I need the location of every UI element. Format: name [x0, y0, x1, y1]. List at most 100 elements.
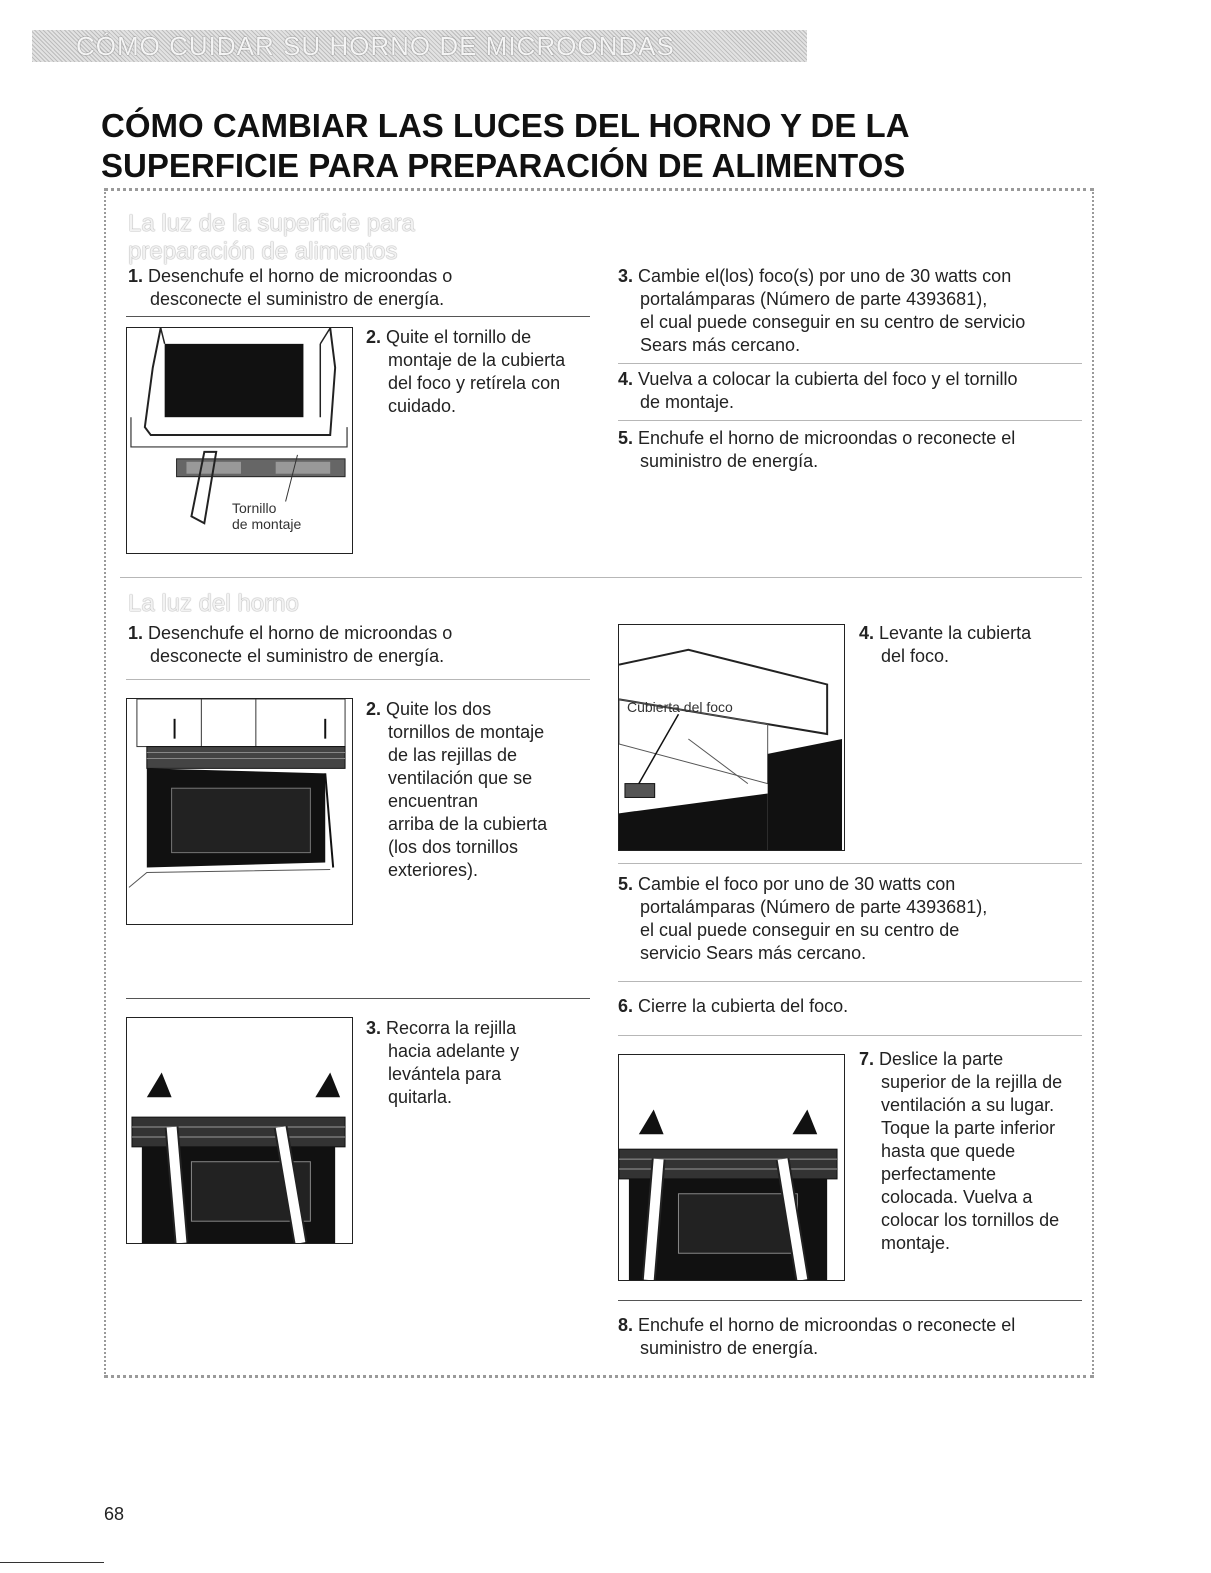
page-number: 68 — [104, 1504, 125, 1524]
step-number: 3. — [366, 1018, 382, 1038]
divider — [618, 863, 1082, 864]
figure-drawing — [619, 648, 843, 850]
step-text: ventilación que se — [388, 768, 533, 788]
step-text: Quite el tornillo de — [386, 327, 532, 347]
step-number: 2. — [366, 327, 382, 347]
step-text: el cual puede conseguir en su centro de — [640, 920, 960, 940]
step-number: 1. — [128, 266, 144, 286]
step-text: colocar los tornillos de — [881, 1210, 1060, 1230]
step-text: desconecte el suministro de energía. — [150, 646, 445, 666]
step-number: 4. — [618, 369, 634, 389]
step-text: Deslice la parte — [879, 1049, 1004, 1069]
step-3-slide-grille: 3. Recorra la rejilla hacia adelante y l… — [366, 1017, 618, 1109]
label-line-2: de montaje — [232, 516, 302, 532]
figure-drawing — [619, 1109, 838, 1280]
divider — [126, 316, 590, 317]
step-text: portalámparas (Número de parte 4393681), — [640, 289, 988, 309]
figure-drawing — [130, 328, 348, 525]
footer-rule — [0, 1562, 104, 1563]
step-text: arriba de la cubierta — [388, 814, 548, 834]
step-text: del foco y retírela con — [388, 373, 561, 393]
content-frame — [104, 188, 1094, 1378]
divider — [126, 679, 590, 680]
step-text: Cambie el foco por uno de 30 watts con — [638, 874, 956, 894]
figure-vent-screws — [126, 698, 353, 925]
step-text: desconecte el suministro de energía. — [150, 289, 445, 309]
figure-label-bulb-cover: Cubierta del foco — [627, 699, 733, 715]
step-text: Toque la parte inferior — [881, 1118, 1056, 1138]
step-text: superior de la rejilla de — [881, 1072, 1063, 1092]
figure-drawing — [128, 699, 346, 888]
figure-label-screw: Tornillo de montaje — [232, 500, 301, 532]
step-text: hasta que quede — [881, 1141, 1016, 1161]
step-4-lift-cover: 4. Levante la cubierta del foco. — [859, 622, 1111, 668]
step-4-reattach-cover: 4. Vuelva a colocar la cubierta del foco… — [618, 368, 1110, 414]
divider — [618, 981, 1082, 982]
step-text: de montaje. — [640, 392, 735, 412]
divider — [618, 420, 1082, 421]
step-text: Quite los dos — [386, 699, 492, 719]
step-text: Levante la cubierta — [879, 623, 1032, 643]
figure-bulb-cover: Cubierta del foco — [618, 624, 845, 851]
section-heading-oven-light: La luz del horno — [128, 590, 299, 617]
step-text: montaje. — [881, 1233, 951, 1253]
step-text: de las rejillas de — [388, 745, 518, 765]
step-text: encuentran — [388, 791, 479, 811]
step-text: perfectamente — [881, 1164, 997, 1184]
step-text: servicio Sears más cercano. — [640, 943, 867, 963]
step-text: quitarla. — [388, 1087, 453, 1107]
step-text: del foco. — [881, 646, 950, 666]
step-5-replace-bulb: 5. Cambie el foco por uno de 30 watts co… — [618, 873, 1110, 965]
step-text: Enchufe el horno de microondas o reconec… — [638, 428, 1016, 448]
heading-line-1: La luz de la superficie para — [128, 210, 415, 237]
step-text: Cambie el(los) foco(s) por uno de 30 wat… — [638, 266, 1012, 286]
step-text: tornillos de montaje — [388, 722, 545, 742]
step-7-slide-grille-back: 7. Deslice la parte superior de la rejil… — [859, 1048, 1113, 1255]
label-line-1: Tornillo — [232, 500, 277, 516]
step-1-unplug: 1. Desenchufe el horno de microondas o d… — [128, 622, 590, 668]
divider — [618, 363, 1082, 364]
step-number: 5. — [618, 428, 634, 448]
section-heading-surface-light: La luz de la superficie para preparación… — [128, 210, 415, 266]
divider — [618, 1300, 1082, 1301]
step-number: 4. — [859, 623, 875, 643]
step-8-reconnect: 8. Enchufe el horno de microondas o reco… — [618, 1314, 1110, 1360]
step-text: suministro de energía. — [640, 451, 819, 471]
figure-surface-light-screw: Tornillo de montaje — [126, 327, 353, 554]
section-banner: CÓMO CUIDAR SU HORNO DE MICROONDAS — [32, 30, 807, 62]
divider — [618, 1035, 1082, 1036]
title-line-2: SUPERFICIE PARA PREPARACIÓN DE ALIMENTOS — [101, 147, 906, 184]
step-number: 1. — [128, 623, 144, 643]
step-text: hacia adelante y — [388, 1041, 520, 1061]
step-text: ventilación a su lugar. — [881, 1095, 1055, 1115]
step-2-remove-screws: 2. Quite los dos tornillos de montaje de… — [366, 698, 618, 882]
step-text: Sears más cercano. — [640, 335, 801, 355]
step-1-unplug: 1. Desenchufe el horno de microondas o d… — [128, 265, 590, 311]
step-number: 5. — [618, 874, 634, 894]
step-number: 3. — [618, 266, 634, 286]
step-text: suministro de energía. — [640, 1338, 819, 1358]
step-text: Recorra la rejilla — [386, 1018, 517, 1038]
step-text: el cual puede conseguir en su centro de … — [640, 312, 1026, 332]
section-divider — [120, 577, 1082, 578]
step-text: Vuelva a colocar la cubierta del foco y … — [638, 369, 1018, 389]
title-line-1: CÓMO CAMBIAR LAS LUCES DEL HORNO Y DE LA — [101, 107, 910, 144]
heading-line-2: preparación de alimentos — [128, 238, 398, 265]
step-6-close-cover: 6. Cierre la cubierta del foco. — [618, 995, 1110, 1018]
step-text: exteriores). — [388, 860, 479, 880]
figure-install-grille — [618, 1054, 845, 1281]
step-number: 7. — [859, 1049, 875, 1069]
step-number: 2. — [366, 699, 382, 719]
figure-remove-grille — [126, 1017, 353, 1244]
step-text: levántela para — [388, 1064, 502, 1084]
step-text: portalámparas (Número de parte 4393681), — [640, 897, 988, 917]
page-title: CÓMO CAMBIAR LAS LUCES DEL HORNO Y DE LA… — [101, 106, 910, 186]
step-number: 6. — [618, 996, 634, 1016]
figure-drawing — [131, 1072, 346, 1243]
step-text: Desenchufe el horno de microondas o — [148, 266, 453, 286]
step-5-reconnect: 5. Enchufe el horno de microondas o reco… — [618, 427, 1110, 473]
step-2-remove-cover: 2. Quite el tornillo de montaje de la cu… — [366, 326, 618, 418]
step-3-replace-bulb: 3. Cambie el(los) foco(s) por uno de 30 … — [618, 265, 1110, 357]
step-text: Cierre la cubierta del foco. — [638, 996, 849, 1016]
step-text: cuidado. — [388, 396, 457, 416]
